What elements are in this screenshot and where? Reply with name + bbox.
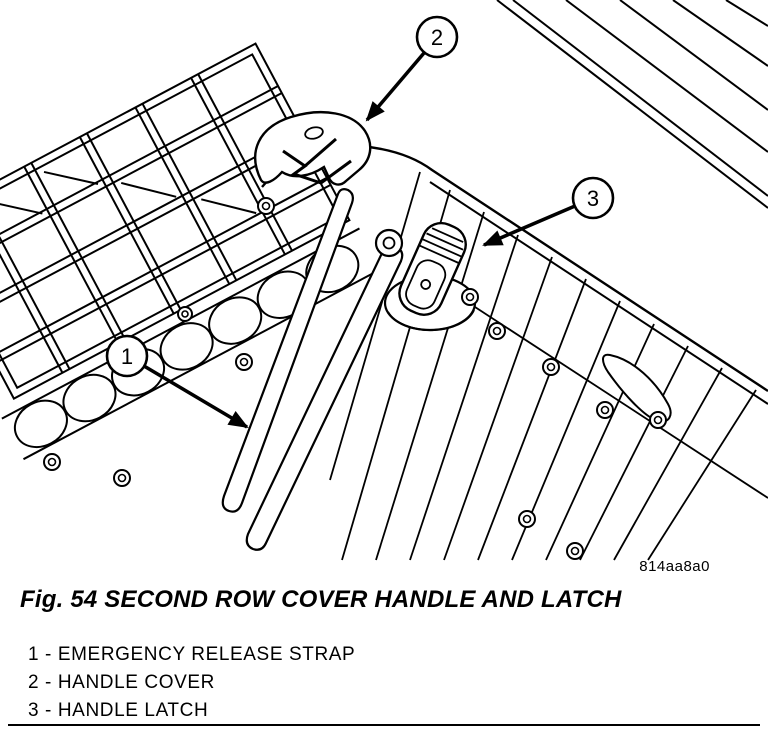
callout-3-arrow	[482, 204, 576, 247]
screw	[566, 542, 584, 560]
callout-3-number: 3	[587, 186, 599, 211]
latch-body	[398, 221, 467, 316]
screw	[518, 510, 536, 528]
callout-2-arrow	[365, 51, 426, 122]
screw	[235, 353, 253, 371]
screw	[542, 358, 560, 376]
screw	[257, 197, 275, 215]
callout-2-number: 2	[431, 25, 443, 50]
handle-cover	[254, 111, 372, 186]
callout-1-circle	[105, 334, 149, 378]
emergency-release-strap	[221, 188, 354, 513]
callout-2: 2	[365, 15, 459, 122]
figure-legend: 1 - EMERGENCY RELEASE STRAP 2 - HANDLE C…	[28, 641, 355, 725]
figure-image-code: 814aa8a0	[639, 558, 710, 575]
screw	[43, 453, 61, 471]
callout-3-circle	[571, 176, 615, 220]
callout-1: 1	[105, 334, 249, 429]
legend-item-2: 2 - HANDLE COVER	[28, 672, 215, 693]
screw	[596, 401, 614, 419]
callout-1-arrow	[143, 364, 249, 429]
strap-pivot-ring	[374, 228, 404, 258]
panel-ribs	[329, 171, 757, 561]
screw	[461, 288, 479, 306]
screw	[113, 469, 131, 487]
page-divider	[8, 724, 760, 726]
callout-2-circle	[415, 15, 459, 59]
legend-item-3: 3 - HANDLE LATCH	[28, 700, 209, 721]
handle-latch	[383, 221, 479, 332]
figure-caption: Fig. 54 SECOND ROW COVER HANDLE AND LATC…	[20, 586, 622, 613]
screw	[649, 411, 667, 429]
screw	[488, 322, 506, 340]
screw	[177, 306, 193, 322]
storage-bin-grid	[0, 42, 382, 461]
legend-item-1: 1 - EMERGENCY RELEASE STRAP	[28, 644, 356, 665]
callout-1-number: 1	[121, 344, 133, 369]
figure-illustration: 1 2 3 814aa8a0	[0, 0, 768, 575]
callout-3: 3	[482, 176, 615, 247]
fastener-screws	[43, 197, 667, 560]
figure-illustration-svg: 1 2 3 814aa8a0	[0, 0, 768, 575]
adjacent-panel-lines	[496, 0, 768, 209]
